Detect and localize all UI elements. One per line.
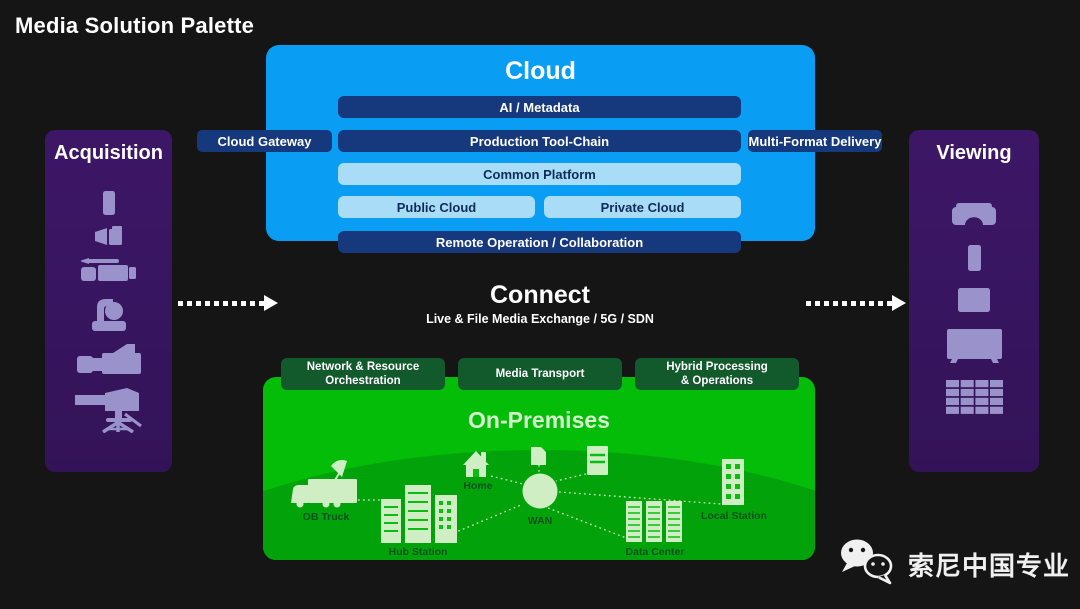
- connect-title: Connect: [490, 281, 590, 309]
- local-station-label: Local Station: [701, 510, 767, 522]
- link-wan-localstation: [558, 491, 722, 505]
- handheld-camcorder-icon: [80, 258, 136, 281]
- ai-metadata-bar: AI / Metadata: [338, 96, 741, 118]
- tab-line: Media Transport: [495, 367, 585, 380]
- ob-truck-label: OB Truck: [302, 511, 350, 523]
- tab-line: & Operations: [680, 375, 754, 387]
- on-premises-title: On-Premises: [468, 407, 610, 433]
- link-wan-datacenter: [547, 507, 630, 540]
- left-arrowhead-icon: [264, 295, 278, 311]
- server-icon: [587, 446, 608, 475]
- public-cloud-bar: Public Cloud: [338, 196, 535, 218]
- ob-truck-icon: [291, 459, 357, 508]
- hub-station-icon: [381, 485, 457, 543]
- viewing-icons: [909, 165, 1039, 415]
- viewing-column: Viewing: [909, 130, 1039, 472]
- right-arrowhead-icon: [892, 295, 906, 311]
- acquisition-title: Acquisition: [54, 142, 163, 164]
- production-tool-chain-bar: Production Tool-Chain: [338, 130, 741, 152]
- compact-camcorder-icon: [95, 226, 122, 245]
- tab-line: Hybrid Processing: [666, 360, 768, 373]
- wechat-icon: [841, 539, 893, 585]
- data-center-label: Data Center: [625, 546, 685, 558]
- link-hub-wan: [448, 504, 522, 536]
- wan-icon: [522, 473, 558, 509]
- wan-label: WAN: [527, 515, 553, 527]
- studio-camera-icon: [75, 388, 142, 433]
- connect-subtitle: Live & File Media Exchange / 5G / SDN: [426, 312, 654, 326]
- cloud-gateway-pill: Cloud Gateway: [197, 130, 332, 152]
- tab-hybrid-processing-operations: Hybrid Processing & Operations: [635, 358, 799, 390]
- acquisition-column: Acquisition: [45, 130, 172, 472]
- video-wall-icon: [945, 380, 1003, 414]
- hub-station-label: Hub Station: [388, 546, 448, 558]
- home-icon: [463, 451, 489, 477]
- home-label: Home: [463, 480, 493, 492]
- ptz-camera-icon: [91, 299, 126, 331]
- right-dashed-arrow: [806, 301, 892, 306]
- tv-icon: [946, 329, 1002, 363]
- left-dashed-arrow: [178, 301, 264, 306]
- smartphone-icon: [102, 191, 115, 215]
- vr-headset-icon: [952, 203, 996, 225]
- viewing-title: Viewing: [936, 142, 1012, 164]
- private-cloud-bar: Private Cloud: [544, 196, 741, 218]
- local-station-icon: [722, 459, 744, 505]
- link-server-wan: [555, 473, 587, 482]
- tab-line: Orchestration: [325, 375, 401, 387]
- file-icon: [531, 447, 546, 465]
- wechat-account-name: 索尼中国专业: [908, 552, 1071, 582]
- multi-format-delivery-pill: Multi-Format Delivery: [748, 130, 882, 152]
- on-premises-section: On-Premises: [263, 377, 815, 560]
- on-premises-network-diagram: [291, 446, 744, 543]
- cloud-section-title: Cloud: [505, 57, 576, 85]
- link-home-wan: [490, 475, 524, 485]
- acquisition-icons: [45, 165, 172, 433]
- tab-media-transport: Media Transport: [458, 358, 622, 390]
- tab-line: Network & Resource: [306, 360, 420, 373]
- tab-network-resource-orchestration: Network & Resource Orchestration: [281, 358, 445, 390]
- tablet-icon: [958, 288, 990, 312]
- smartphone-icon: [967, 245, 981, 271]
- data-center-icon: [626, 501, 682, 542]
- cinema-camera-icon: [76, 344, 141, 374]
- common-platform-bar: Common Platform: [338, 163, 741, 185]
- page-title: Media Solution Palette: [15, 13, 255, 38]
- remote-operation-bar: Remote Operation / Collaboration: [338, 231, 741, 253]
